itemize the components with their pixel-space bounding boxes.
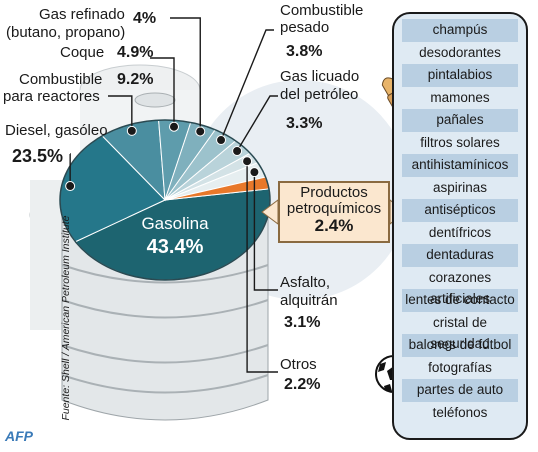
label-pesado: Combustible bbox=[280, 2, 364, 19]
leader-line bbox=[108, 95, 133, 131]
pct-gas-refinado: 4% bbox=[133, 10, 157, 27]
label-reactores: Combustible bbox=[19, 71, 103, 88]
pct-gasolina: 43.4% bbox=[146, 236, 204, 258]
product-item: aspirinas bbox=[432, 179, 488, 195]
label-diesel: Diesel, gasóleo bbox=[5, 122, 108, 139]
pct-reactores: 9.2% bbox=[117, 71, 154, 88]
leader-line bbox=[150, 57, 175, 127]
product-item: antisépticos bbox=[402, 199, 518, 222]
pct-otros: 2.2% bbox=[284, 376, 321, 393]
leader-dot bbox=[232, 146, 243, 157]
label-gasolina: Gasolina bbox=[141, 214, 209, 233]
products-list: champús desodorantes pintalabios mamones pañ… bbox=[396, 19, 524, 424]
pct-diesel: 23.5% bbox=[12, 146, 64, 166]
label-asfalto: Asfalto, bbox=[280, 274, 331, 291]
barrel-rim bbox=[59, 119, 271, 281]
label-pesado-2: pesado bbox=[280, 19, 330, 36]
product-item: cristal de seguridad bbox=[430, 314, 489, 351]
label-gas-refinado-2: (butano, propano) bbox=[6, 24, 126, 41]
product-item: partes de auto bbox=[402, 379, 518, 402]
product-item: antihistamínicos bbox=[402, 154, 518, 177]
leader-line bbox=[236, 95, 278, 152]
product-item: mamones bbox=[430, 89, 490, 105]
pct-petro: 2.4% bbox=[314, 216, 354, 235]
product-item: lentes de contacto bbox=[402, 289, 518, 312]
leader-dot bbox=[169, 121, 180, 132]
leader-dot bbox=[126, 125, 137, 136]
label-petro-2: petroquímicos bbox=[286, 200, 382, 217]
leader-dot bbox=[216, 135, 227, 146]
label-licuado-2: del petróleo bbox=[280, 86, 359, 103]
label-licuado: Gas licuado bbox=[280, 68, 360, 85]
afp-logo: AFP bbox=[5, 428, 33, 444]
product-item: fotografías bbox=[428, 359, 492, 375]
label-reactores-2: para reactores bbox=[3, 88, 100, 105]
leader-dot bbox=[65, 181, 76, 192]
product-item: pintalabios bbox=[402, 64, 518, 87]
label-petro: Productos bbox=[300, 184, 368, 201]
pie-slices bbox=[59, 119, 271, 281]
source-note: Fuente: Shell / American Petroleum Insti… bbox=[60, 215, 72, 421]
product-item: dentaduras bbox=[402, 244, 518, 267]
pct-asfalto: 3.1% bbox=[284, 314, 321, 331]
product-item: filtros solares bbox=[420, 134, 500, 150]
product-item: corazones artificiales bbox=[428, 269, 492, 306]
product-item: teléfonos bbox=[432, 404, 488, 420]
pct-pesado: 3.8% bbox=[286, 43, 323, 60]
label-gas-refinado: Gas refinado bbox=[39, 6, 125, 23]
petroquimicos-callout: Productos petroquímicos 2.4% bbox=[278, 181, 390, 243]
label-asfalto-2: alquitrán bbox=[280, 292, 338, 309]
product-item: pañales bbox=[402, 109, 518, 132]
leader-line bbox=[220, 29, 274, 141]
leader-lines bbox=[65, 17, 278, 373]
product-item: champús bbox=[402, 19, 518, 42]
product-item: balones de fútbol bbox=[402, 334, 518, 357]
pct-licuado: 3.3% bbox=[286, 115, 323, 132]
label-otros: Otros bbox=[280, 356, 317, 373]
product-item: desodorantes bbox=[419, 44, 501, 60]
leader-dot bbox=[242, 156, 253, 167]
product-item: dentífricos bbox=[428, 224, 492, 240]
leader-line bbox=[253, 172, 278, 291]
leader-dot bbox=[249, 167, 260, 178]
leader-line bbox=[246, 161, 278, 373]
label-coque: Coque bbox=[60, 44, 105, 61]
leader-line bbox=[170, 17, 201, 132]
leader-dot bbox=[195, 126, 206, 137]
pct-coque: 4.9% bbox=[117, 44, 154, 61]
